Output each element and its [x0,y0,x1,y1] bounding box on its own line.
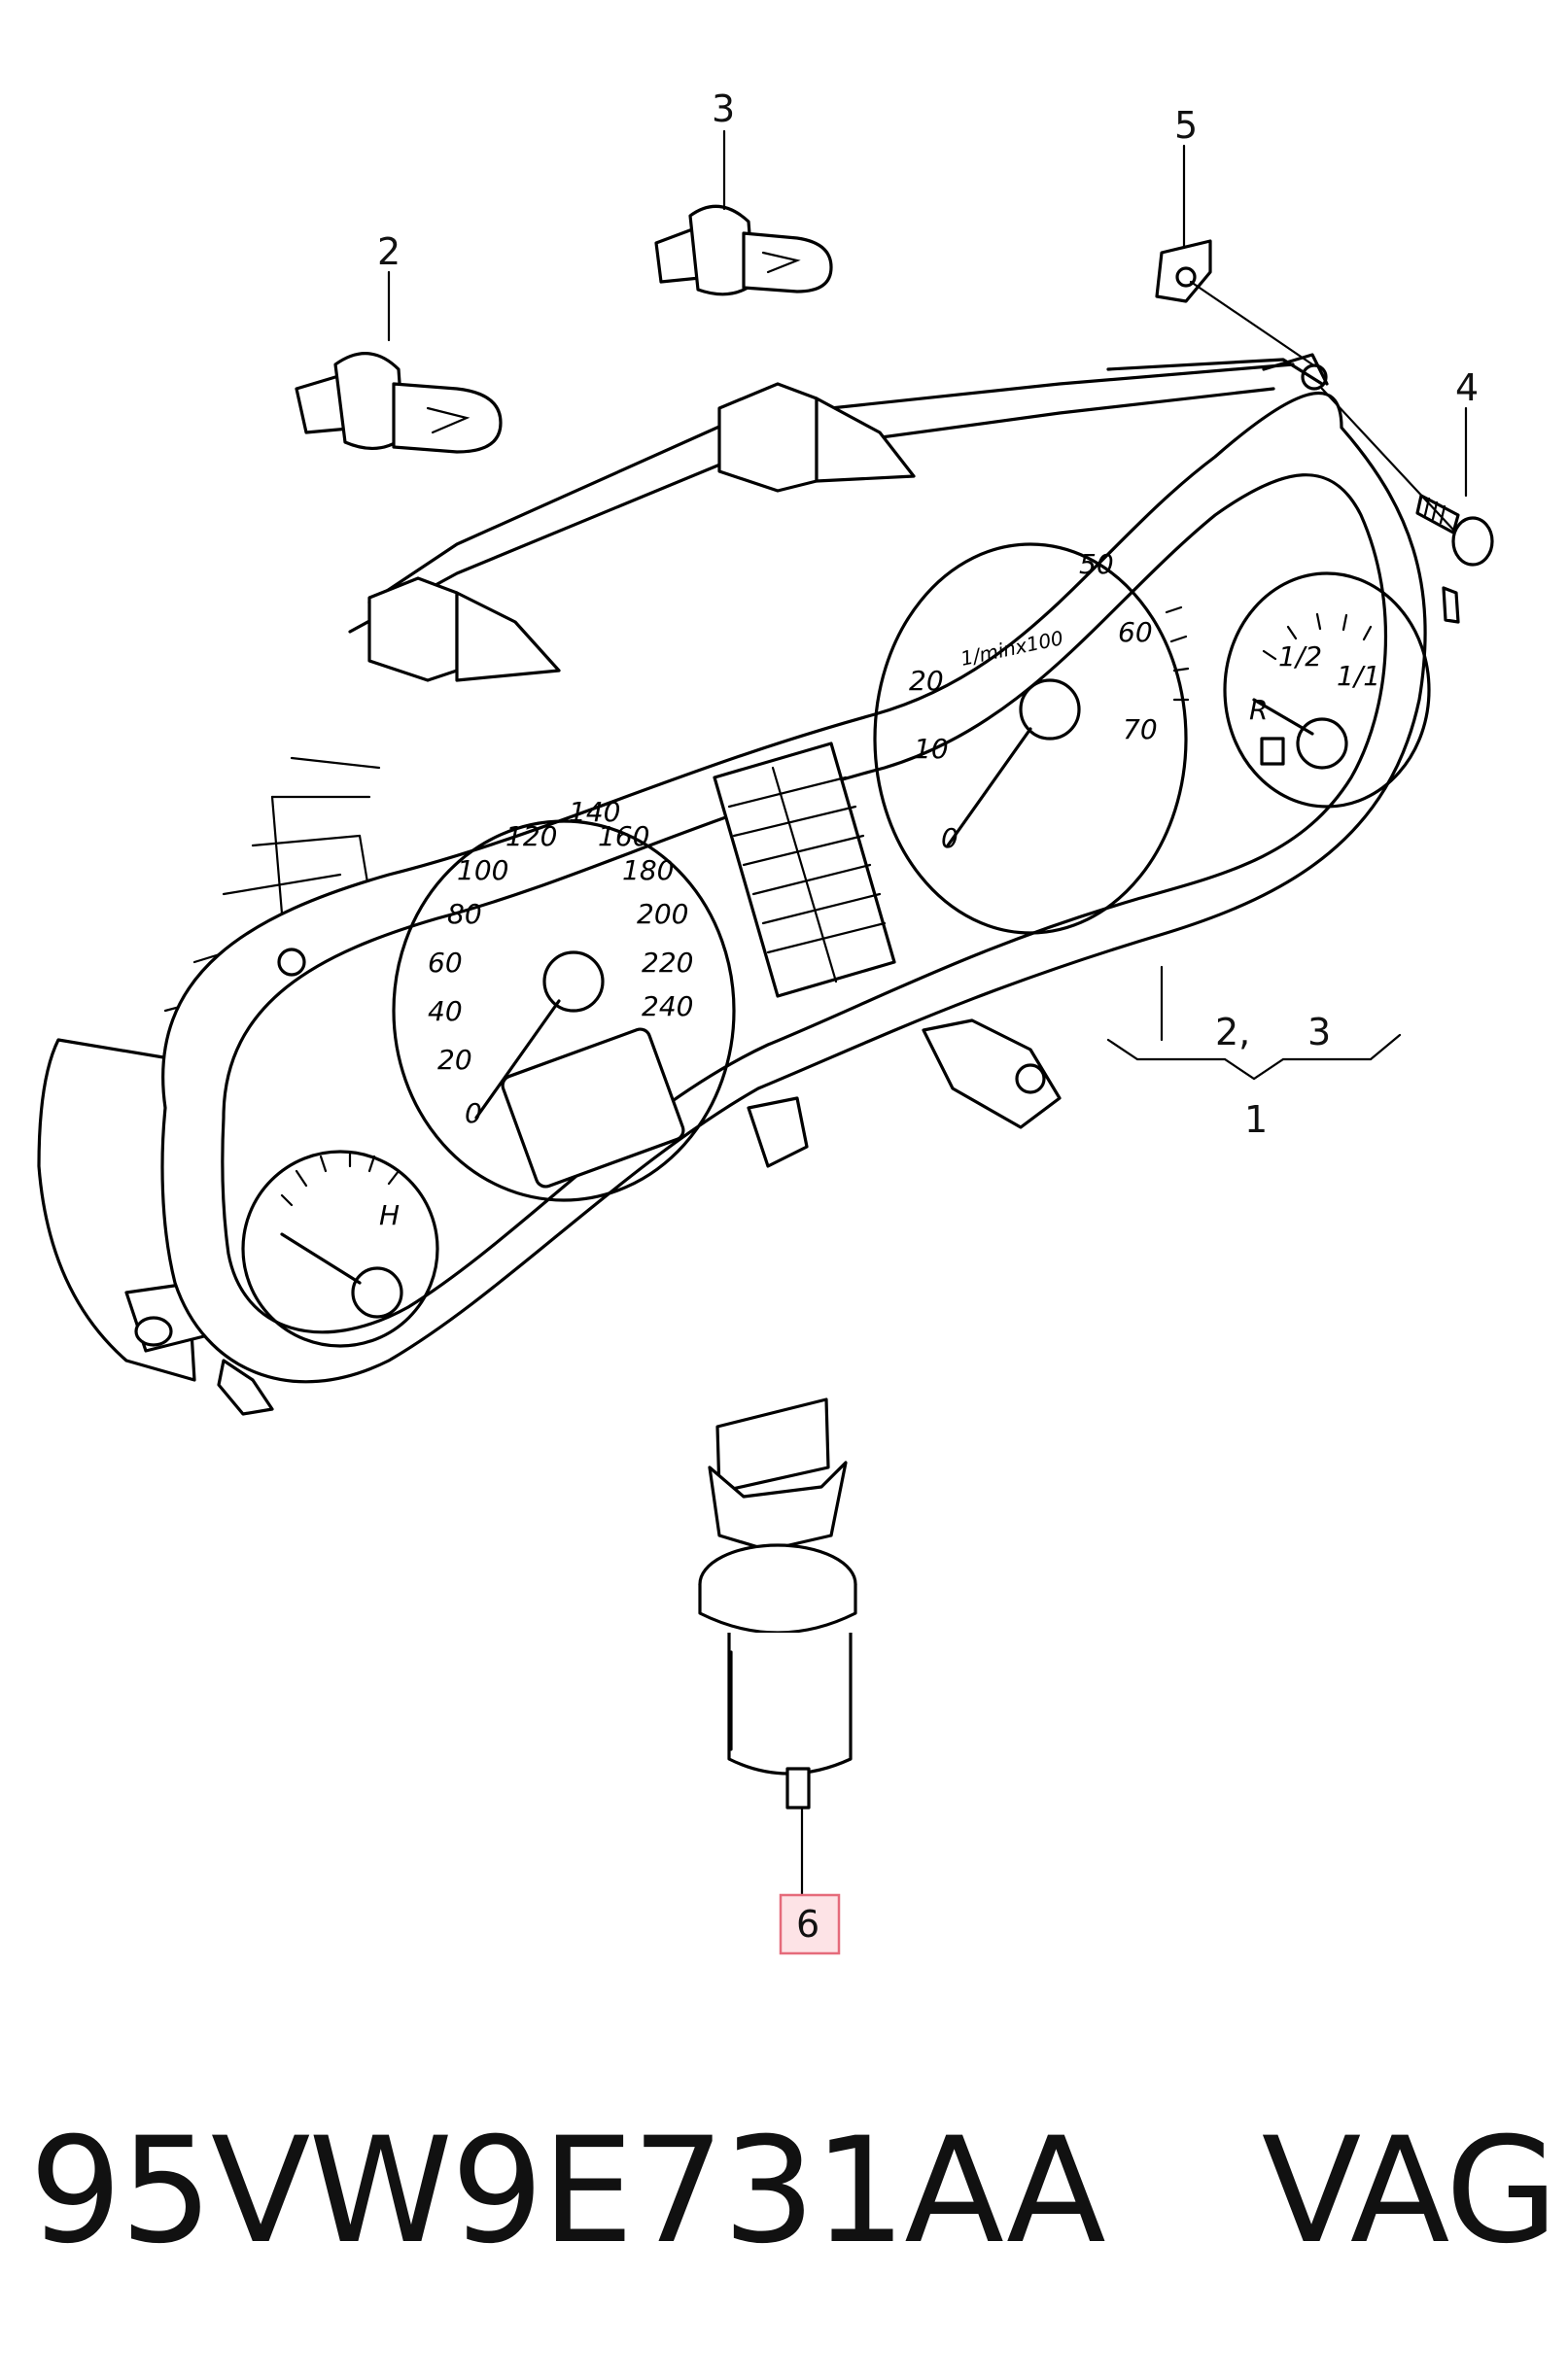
bulb-holder-2 [295,352,503,454]
tacho-label: 0 [941,822,958,854]
speedo-label: 40 [428,995,463,1027]
tacho-label: 10 [914,733,949,765]
bulb-holder-3 [654,204,833,296]
tacho-label: 50 [1079,548,1114,580]
callouts: 2 3 5 4 2, 3 1 6 [377,87,1479,1955]
callout-6: 6 [796,1903,819,1946]
callout-3: 3 [712,87,735,130]
instrument-cluster [37,353,1460,1416]
speedo-label: 60 [428,947,463,979]
speedo-label: 200 [637,898,688,930]
part-number: 95VW9E731AA [29,2107,1106,2276]
speedo-label: 220 [642,947,693,979]
fuel-labels: 1/2 1/1 R [1249,640,1380,726]
brand-name: VAG [1261,2107,1558,2276]
sensor-6 [698,1397,857,1810]
speedo-label: 120 [505,820,557,852]
speedo-label: 80 [447,898,482,930]
temp-labels: H [379,1199,400,1231]
speedometer-labels: 0 20 40 60 80 100 120 140 160 180 200 22… [428,796,693,1129]
fuel-label: R [1249,694,1268,726]
callout-1: 1 [1244,1098,1268,1141]
tacho-label: 60 [1118,616,1153,648]
leader-lines [387,129,1468,1897]
footer: 95VW9E731AA VAG [0,2094,1568,2289]
tacho-label: 20 [909,665,944,697]
tacho-label: 70 [1123,713,1158,745]
temp-label: H [379,1199,400,1231]
speedo-label: 100 [457,854,508,886]
clip-nut-5 [1155,239,1212,303]
callout-group-2: 2, [1215,1011,1250,1053]
speedo-label: 180 [622,854,674,886]
fuel-label: 1/1 [1337,660,1380,692]
callout-6-highlight [779,1893,841,1955]
screw-4 [1415,494,1494,567]
speedo-label: 20 [437,1044,472,1076]
speedo-label: 0 [465,1097,482,1129]
fuel-label: 1/2 [1278,640,1322,673]
speedo-label: 240 [642,990,693,1022]
callout-group-3: 3 [1307,1011,1331,1053]
callout-5: 5 [1174,104,1198,147]
speedo-label: 160 [598,820,649,852]
callout-4: 4 [1455,366,1479,409]
callout-2: 2 [377,230,401,273]
speedo-label: 140 [569,796,620,828]
